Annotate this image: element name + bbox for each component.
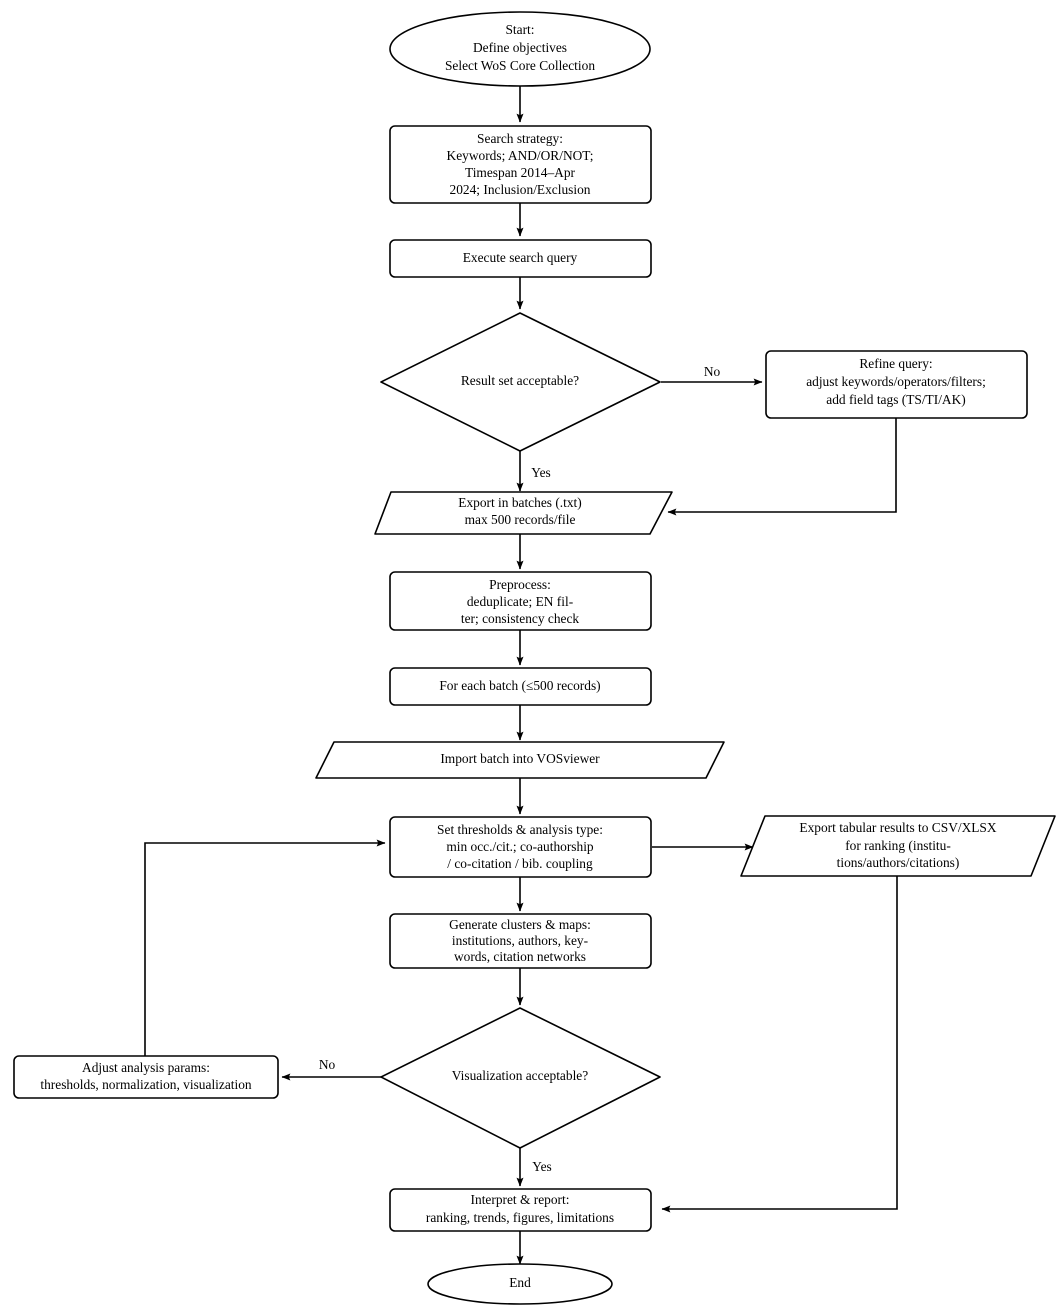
- export-batches-line-2: max 500 records/file: [465, 512, 576, 527]
- set-thresholds-line-3: / co-citation / bib. coupling: [447, 856, 593, 871]
- node-search-strategy[interactable]: Search strategy: Keywords; AND/OR/NOT; T…: [389, 125, 652, 204]
- adjust-params-rect-shape: [13, 1055, 279, 1099]
- generate-clusters-rect-shape: [389, 913, 652, 969]
- interpret-report-rect-shape: [389, 1188, 652, 1232]
- node-export-tabular[interactable]: Export tabular results to CSV/XLSX for r…: [740, 815, 1056, 877]
- refine-query-line-3: add field tags (TS/TI/AK): [826, 392, 965, 407]
- generate-clusters-line-1: Generate clusters & maps:: [449, 917, 591, 932]
- edge-label-result-yes: Yes: [531, 465, 550, 480]
- result-decision-diamond-shape: [380, 312, 661, 452]
- export-tabular-line-3: tions/authors/citations): [837, 855, 960, 870]
- preprocess-line-3: ter; consistency check: [461, 611, 580, 626]
- edge-refine-to-export: [667, 418, 897, 516]
- end-line-1: End: [509, 1275, 531, 1290]
- search-strategy-rect-shape: [389, 125, 652, 204]
- adjust-params-line-2: thresholds, normalization, visualization: [40, 1077, 252, 1092]
- start-line-2: Define objectives: [473, 40, 567, 55]
- search-strategy-line-1: Search strategy:: [477, 131, 563, 146]
- result-decision-line-1: Result set acceptable?: [461, 373, 579, 388]
- edge-label-result-no: No: [704, 364, 721, 379]
- node-end[interactable]: End: [427, 1263, 613, 1305]
- visualization-decision-line-1: Visualization acceptable?: [452, 1068, 588, 1083]
- export-tabular-line-2: for ranking (institu-: [845, 838, 951, 853]
- node-import-batch[interactable]: Import batch into VOSviewer: [315, 741, 725, 779]
- export-batches-parallelogram-shape: [374, 491, 673, 535]
- set-thresholds-line-2: min occ./cit.; co-authorship: [446, 839, 594, 854]
- preprocess-line-1: Preprocess:: [489, 577, 551, 592]
- node-set-thresholds[interactable]: Set thresholds & analysis type: min occ.…: [389, 816, 652, 878]
- refine-query-line-1: Refine query:: [859, 356, 932, 371]
- start-ellipse-shape: [389, 11, 651, 87]
- import-batch-parallelogram-shape: [315, 741, 725, 779]
- edge-label-visualization-yes: Yes: [532, 1159, 551, 1174]
- export-tabular-line-1: Export tabular results to CSV/XLSX: [799, 820, 996, 835]
- edge-labels: No Yes No Yes: [319, 364, 721, 1174]
- node-visualization-decision[interactable]: Visualization acceptable?: [380, 1007, 661, 1149]
- node-preprocess[interactable]: Preprocess: deduplicate; EN fil- ter; co…: [389, 571, 652, 631]
- preprocess-rect-shape: [389, 571, 652, 631]
- node-generate-clusters[interactable]: Generate clusters & maps: institutions, …: [389, 913, 652, 969]
- node-execute-query[interactable]: Execute search query: [389, 239, 652, 278]
- preprocess-line-2: deduplicate; EN fil-: [467, 594, 573, 609]
- node-interpret-report[interactable]: Interpret & report: ranking, trends, fig…: [389, 1188, 652, 1232]
- refine-query-line-2: adjust keywords/operators/filters;: [806, 374, 986, 389]
- set-thresholds-rect-shape: [389, 816, 652, 878]
- interpret-report-line-2: ranking, trends, figures, limitations: [426, 1210, 614, 1225]
- import-batch-line-1: Import batch into VOSviewer: [440, 751, 600, 766]
- export-tabular-parallelogram-shape: [740, 815, 1056, 877]
- node-adjust-params[interactable]: Adjust analysis params: thresholds, norm…: [13, 1055, 279, 1099]
- search-strategy-line-2: Keywords; AND/OR/NOT;: [447, 148, 594, 163]
- refine-query-rect-shape: [765, 350, 1028, 419]
- node-result-decision[interactable]: Result set acceptable?: [380, 312, 661, 452]
- for-each-batch-line-1: For each batch (≤500 records): [439, 678, 600, 693]
- node-start[interactable]: Start: Define objectives Select WoS Core…: [389, 11, 651, 87]
- visualization-decision-diamond-shape: [380, 1007, 661, 1149]
- interpret-report-line-1: Interpret & report:: [471, 1192, 570, 1207]
- search-strategy-line-3: Timespan 2014–Apr: [465, 165, 576, 180]
- set-thresholds-line-1: Set thresholds & analysis type:: [437, 822, 603, 837]
- node-refine-query[interactable]: Refine query: adjust keywords/operators/…: [765, 350, 1028, 419]
- generate-clusters-line-3: words, citation networks: [454, 949, 586, 964]
- edge-export-tabular-to-interpret: [661, 876, 898, 1213]
- generate-clusters-line-2: institutions, authors, key-: [452, 933, 588, 948]
- search-strategy-line-4: 2024; Inclusion/Exclusion: [450, 182, 591, 197]
- export-batches-line-1: Export in batches (.txt): [458, 495, 581, 510]
- execute-query-line-1: Execute search query: [463, 250, 578, 265]
- edge-label-visualization-no: No: [319, 1057, 336, 1072]
- node-for-each-batch[interactable]: For each batch (≤500 records): [389, 667, 652, 706]
- connectors: [144, 86, 898, 1265]
- node-export-batches[interactable]: Export in batches (.txt) max 500 records…: [374, 491, 673, 535]
- for-each-batch-rect-shape: [389, 667, 652, 706]
- start-line-3: Select WoS Core Collection: [445, 58, 595, 73]
- execute-query-rect-shape: [389, 239, 652, 278]
- end-ellipse-shape: [427, 1263, 613, 1305]
- start-line-1: Start:: [505, 22, 534, 37]
- adjust-params-line-1: Adjust analysis params:: [82, 1060, 210, 1075]
- edge-adjust-to-thresholds: [144, 839, 386, 1056]
